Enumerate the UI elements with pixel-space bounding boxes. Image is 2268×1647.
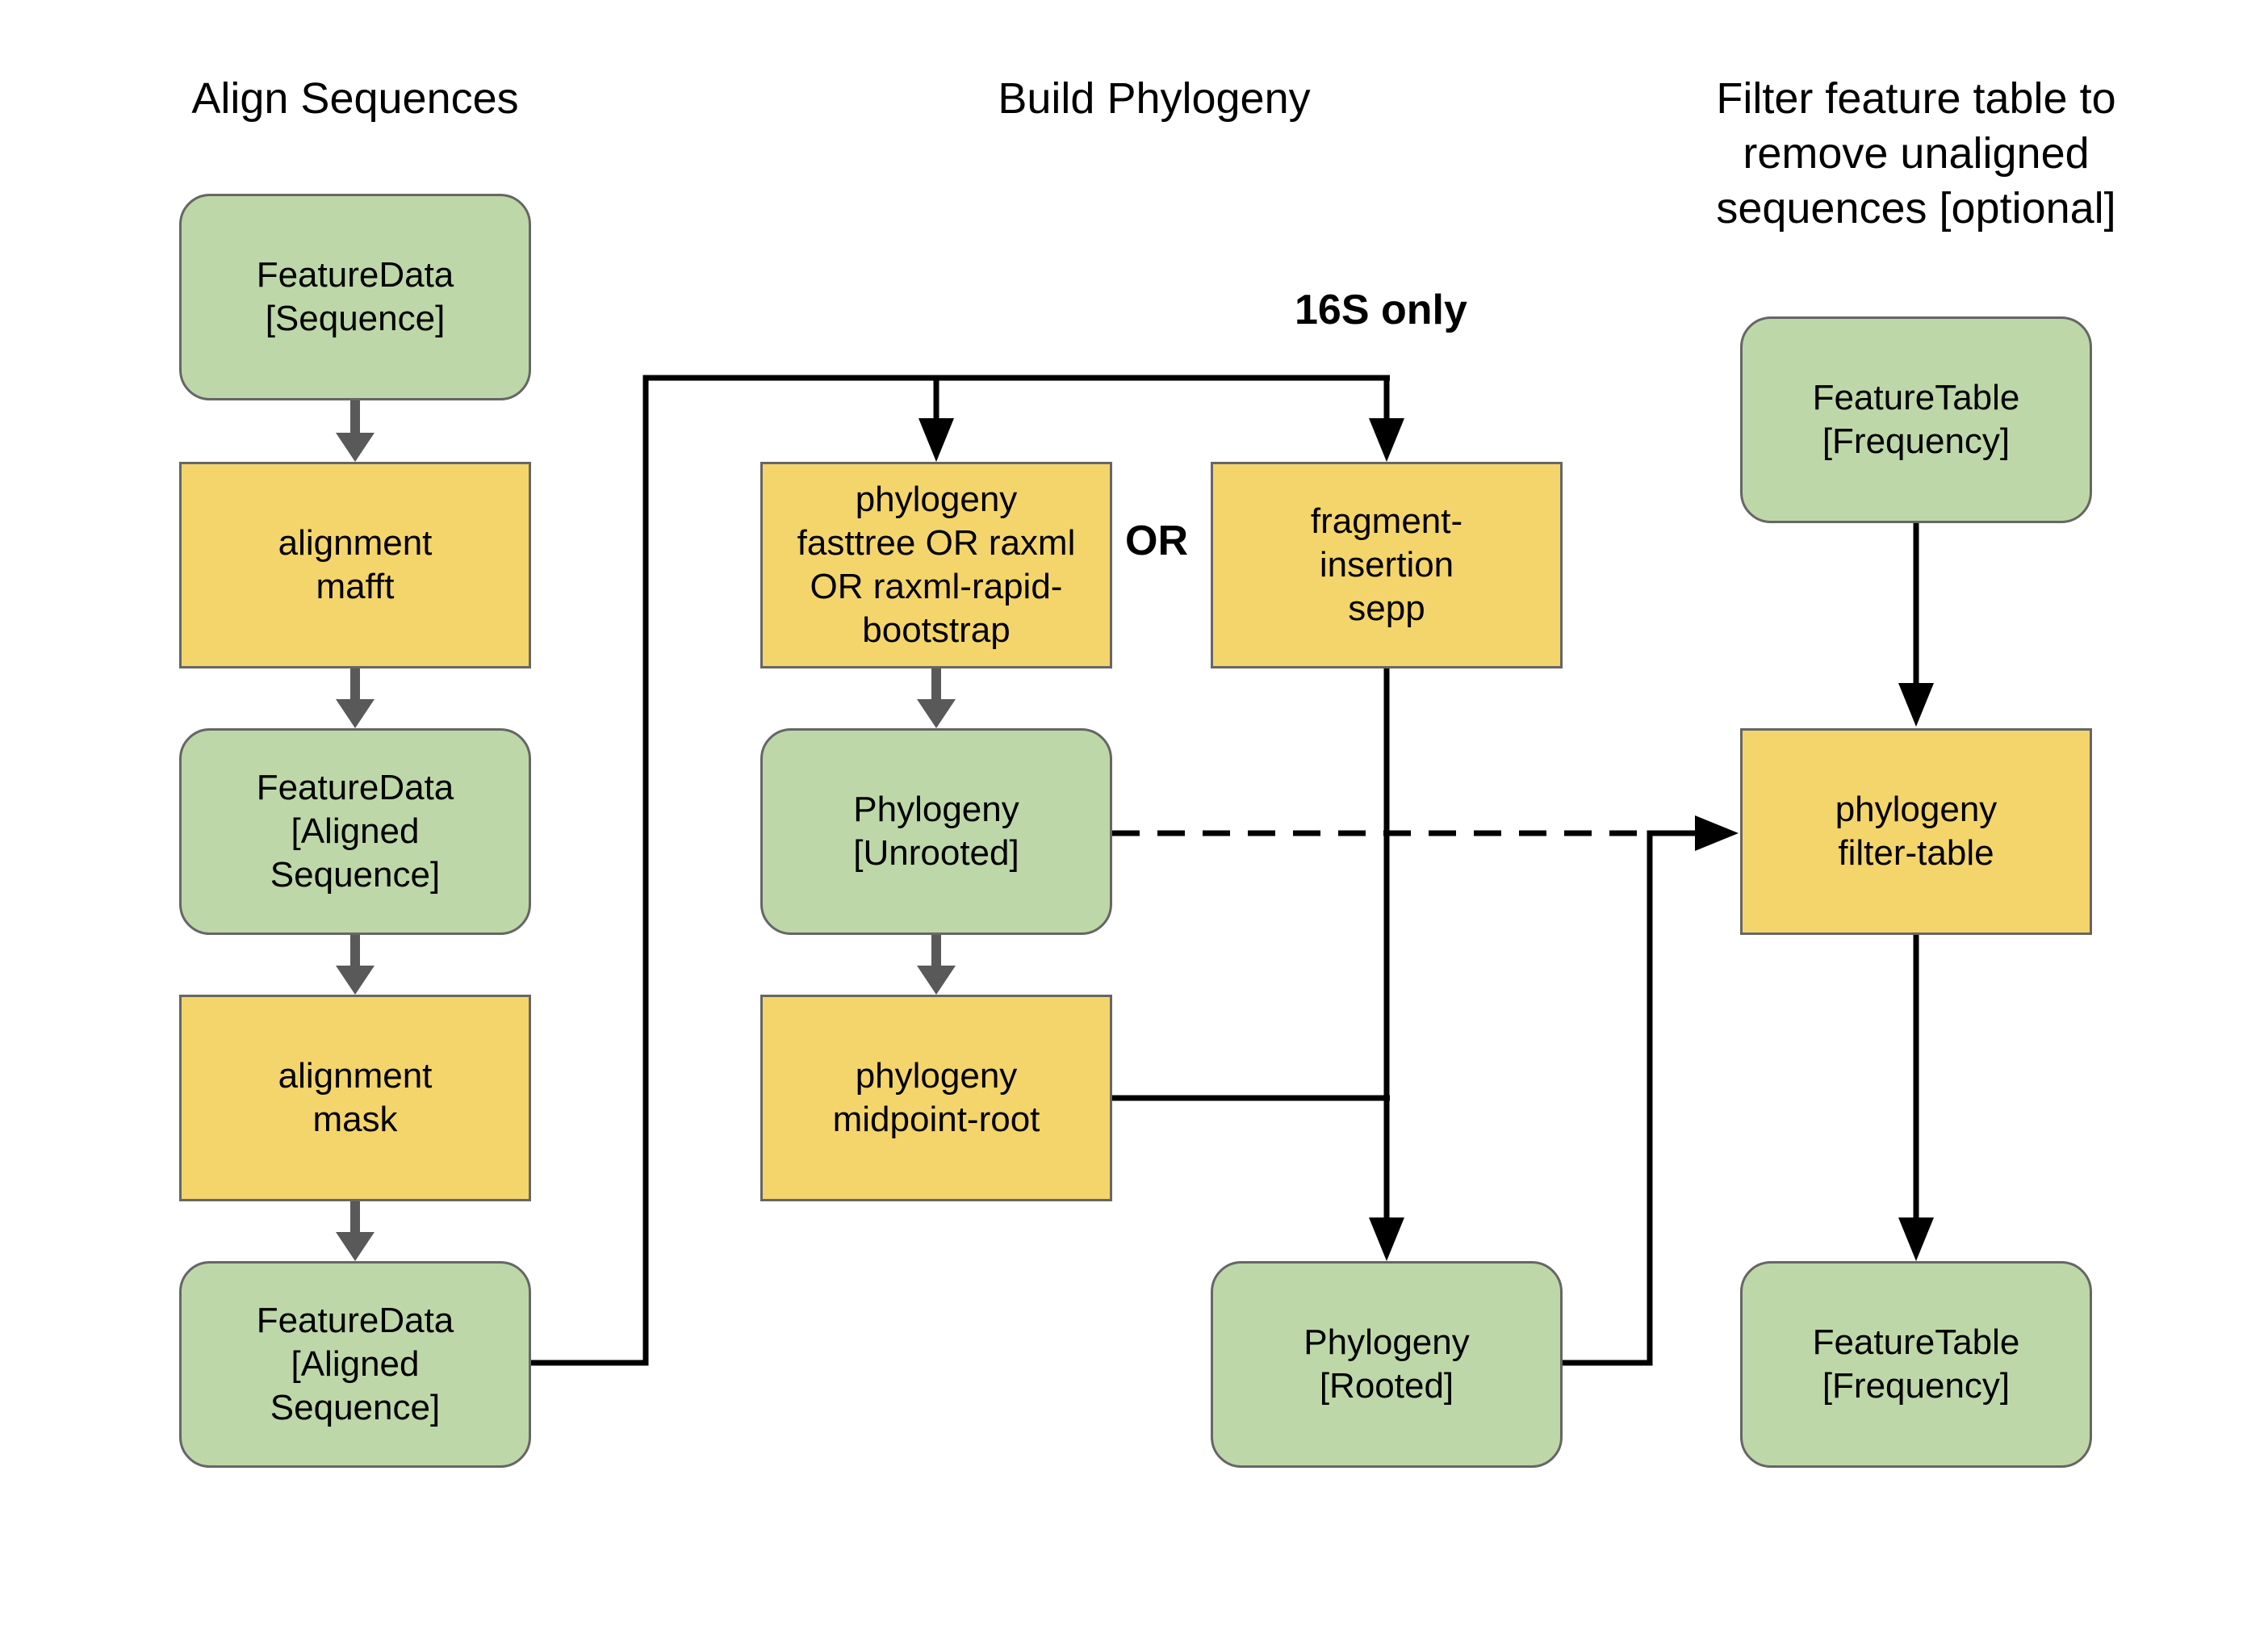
node-label: OR raxml-rapid- <box>810 567 1063 606</box>
node-phylogeny-midpoint-root[interactable]: phylogeny midpoint-root <box>760 995 1112 1201</box>
node-phylogeny-filter-table[interactable]: phylogeny filter-table <box>1740 728 2092 935</box>
node-phylogeny-unrooted[interactable]: Phylogeny [Unrooted] <box>760 728 1112 935</box>
node-label: [Frequency] <box>1822 1366 2011 1406</box>
column-title-align: Align Sequences <box>153 71 557 126</box>
node-alignment-mafft[interactable]: alignment mafft <box>179 462 531 668</box>
node-featuretable-frequency-input[interactable]: FeatureTable [Frequency] <box>1740 316 2092 523</box>
edge-featuretable-to-filter-table <box>1898 523 1934 727</box>
node-label: sepp <box>1348 589 1425 628</box>
title-line: Build Phylogeny <box>998 74 1311 123</box>
node-label: bootstrap <box>862 610 1011 650</box>
node-label: fasttree OR raxml <box>797 523 1076 563</box>
node-featuredata-aligned-sequence-masked[interactable]: FeatureData [Aligned Sequence] <box>179 1261 531 1468</box>
node-featuredata-aligned-sequence[interactable]: FeatureData [Aligned Sequence] <box>179 728 531 935</box>
node-phylogeny-tree-builders[interactable]: phylogeny fasttree OR raxml OR raxml-rap… <box>760 462 1112 668</box>
node-featuretable-frequency-output[interactable]: FeatureTable [Frequency] <box>1740 1261 2092 1468</box>
node-label: FeatureData <box>256 255 454 295</box>
node-label: Sequence] <box>270 1388 441 1427</box>
title-line: remove unaligned <box>1743 129 2090 178</box>
node-label: phylogeny <box>855 1056 1018 1096</box>
edge-featuredata-sequence-to-alignment-mafft <box>336 400 375 462</box>
edge-alignment-mafft-to-featuredata-aligned <box>336 668 375 728</box>
note-or: OR <box>1125 518 1188 564</box>
node-label: FeatureTable <box>1812 378 2020 417</box>
node-label: Sequence] <box>270 855 441 895</box>
node-label: FeatureData <box>256 1301 454 1340</box>
edge-fragment-insertion-to-rooted <box>1369 668 1404 1261</box>
node-alignment-mask[interactable]: alignment mask <box>179 995 531 1201</box>
node-label: FeatureTable <box>1812 1322 2020 1362</box>
node-label: fragment- <box>1310 501 1463 541</box>
edge-phylogeny-builders-to-unrooted <box>917 668 956 728</box>
title-line: Align Sequences <box>191 74 519 123</box>
node-label: alignment <box>278 1056 433 1096</box>
node-label: midpoint-root <box>832 1100 1040 1139</box>
edge-aligned-sequence-to-fragment-insertion <box>1369 378 1404 462</box>
node-fragment-insertion-sepp[interactable]: fragment- insertion sepp <box>1211 462 1563 668</box>
node-label: [Frequency] <box>1822 421 2011 461</box>
node-label: phylogeny <box>1835 790 1998 829</box>
node-label: [Sequence] <box>265 299 446 338</box>
node-label: insertion <box>1319 545 1454 585</box>
node-label: [Aligned <box>291 1344 420 1384</box>
edge-unrooted-to-midpoint-root <box>917 935 956 995</box>
edge-featuredata-aligned-to-alignment-mask <box>336 935 375 995</box>
title-line: Filter feature table to <box>1716 74 2116 123</box>
column-title-phylogeny: Build Phylogeny <box>912 71 1396 126</box>
node-label: FeatureData <box>256 768 454 807</box>
node-label: phylogeny <box>855 480 1018 519</box>
edge-rooted-to-filter-table <box>1563 815 1739 1366</box>
node-label: mask <box>312 1100 398 1139</box>
node-label: Phylogeny <box>1303 1322 1470 1362</box>
node-label: [Aligned <box>291 811 420 851</box>
edge-filter-table-to-featuretable <box>1898 935 1934 1261</box>
edge-aligned-sequence-to-phylogeny-builders <box>531 375 1390 1366</box>
node-label: filter-table <box>1838 833 1994 873</box>
node-featuredata-sequence[interactable]: FeatureData [Sequence] <box>179 194 531 400</box>
column-title-filter: Filter feature table to remove unaligned… <box>1650 71 2182 236</box>
node-label: alignment <box>278 523 433 563</box>
node-phylogeny-rooted[interactable]: Phylogeny [Rooted] <box>1211 1261 1563 1468</box>
edge-alignment-mask-to-featuredata-aligned <box>336 1201 375 1261</box>
node-label: [Rooted] <box>1319 1366 1454 1406</box>
node-label: mafft <box>316 567 395 606</box>
node-label: [Unrooted] <box>853 833 1019 873</box>
node-label: Phylogeny <box>853 790 1019 829</box>
note-16s-only: 16S only <box>1295 287 1467 333</box>
title-line: sequences [optional] <box>1716 184 2116 233</box>
